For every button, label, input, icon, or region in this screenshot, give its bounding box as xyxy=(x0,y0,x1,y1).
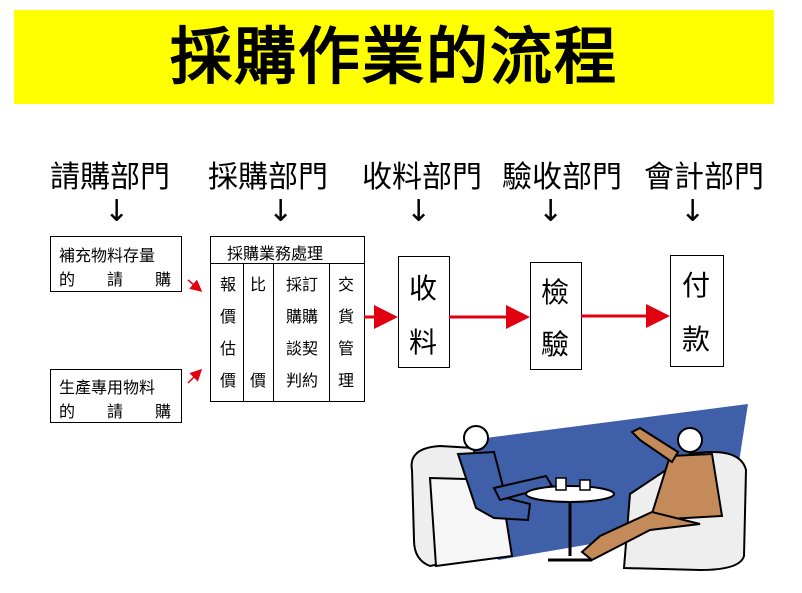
down-arrow-icon: ↓ xyxy=(268,194,294,229)
column-compare: 比 價 xyxy=(245,269,271,397)
request-to-purchasing-arrow xyxy=(187,279,203,292)
dept-inspection: 驗收部門 xyxy=(502,160,622,195)
meeting-clipart xyxy=(410,404,748,572)
col-cell: 談契 xyxy=(285,339,318,358)
col-cell: 估 xyxy=(219,339,236,358)
col-cell: 報 xyxy=(219,275,236,294)
stage-char: 料 xyxy=(409,326,438,359)
purchasing-process-box: 採購業務處理 報 價 估 價 比 價 採訂 購購 談契 判約 交 貨 管 理 xyxy=(210,236,365,402)
request-line: 的 請 購 xyxy=(59,270,172,289)
dept-requisition: 請購部門 xyxy=(50,160,170,195)
col-cell: 交 xyxy=(337,275,354,294)
col-cell: 購購 xyxy=(285,307,318,326)
column-quote: 報 價 估 價 xyxy=(215,269,241,397)
page-title: 採購作業的流程 xyxy=(169,20,618,93)
col-cell: 採訂 xyxy=(285,275,318,294)
col-cell: 判約 xyxy=(285,371,318,390)
stage-char: 收 xyxy=(409,272,438,305)
header-divider xyxy=(211,263,364,264)
column-negotiate: 採訂 購購 談契 判約 xyxy=(277,269,327,397)
down-arrow-icon: ↓ xyxy=(538,194,564,229)
column-divider xyxy=(243,263,244,401)
col-cell: 價 xyxy=(249,371,266,390)
stage-receiving-box: 收 料 xyxy=(398,256,450,368)
col-cell: 比 xyxy=(249,275,266,294)
col-cell: 管 xyxy=(337,339,354,358)
col-cell: 價 xyxy=(219,371,236,390)
request-to-purchasing-arrow xyxy=(187,368,203,384)
dept-accounting: 會計部門 xyxy=(644,160,764,195)
col-cell: 理 xyxy=(337,371,354,390)
col-cell: 貨 xyxy=(337,307,354,326)
column-divider xyxy=(273,263,274,401)
request-box-dedicated: 生產專用物料 的 請 購 xyxy=(50,369,182,423)
request-line: 的 請 購 xyxy=(59,402,172,421)
stage-inspection-box: 檢 驗 xyxy=(530,262,582,370)
stage-char: 檢 xyxy=(541,276,570,309)
down-arrow-icon: ↓ xyxy=(406,194,432,229)
request-box-replenish: 補充物料存量 的 請 購 xyxy=(50,236,182,292)
stage-payment-box: 付 款 xyxy=(670,255,724,367)
col-cell: 價 xyxy=(219,307,236,326)
down-arrow-icon: ↓ xyxy=(104,194,130,229)
stage-char: 款 xyxy=(682,323,711,356)
column-delivery: 交 貨 管 理 xyxy=(332,269,360,397)
title-banner: 採購作業的流程 xyxy=(14,10,774,104)
dept-receiving: 收料部門 xyxy=(362,160,482,195)
down-arrow-icon: ↓ xyxy=(680,194,706,229)
column-divider xyxy=(329,263,330,401)
request-line: 生產專用物料 xyxy=(59,378,156,397)
stage-char: 驗 xyxy=(541,328,570,361)
dept-purchasing: 採購部門 xyxy=(208,160,328,195)
request-line: 補充物料存量 xyxy=(59,246,156,265)
stage-char: 付 xyxy=(682,269,711,302)
purchasing-header: 採購業務處理 xyxy=(227,244,324,263)
